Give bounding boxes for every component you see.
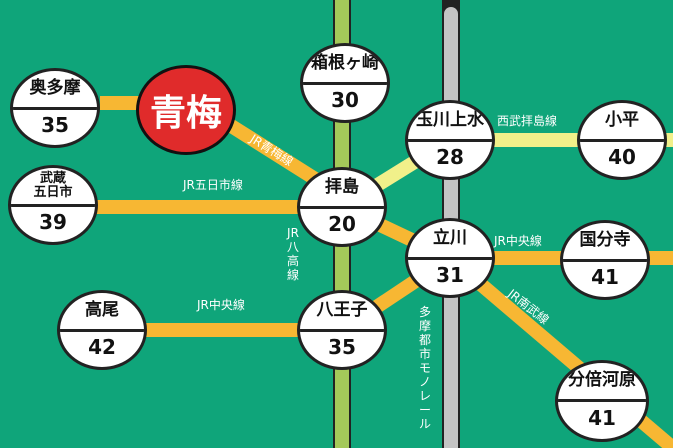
line-ome-haijima bbox=[221, 116, 324, 188]
station-name: 箱根ヶ崎 bbox=[303, 46, 387, 85]
travel-time: 39 bbox=[39, 209, 67, 234]
station-okutama[interactable]: 奥多摩 35 bbox=[10, 68, 100, 148]
station-haijima[interactable]: 拝島 20 bbox=[297, 167, 387, 247]
travel-time: 41 bbox=[588, 406, 616, 430]
station-takao[interactable]: 高尾 42 bbox=[57, 290, 147, 370]
monorail-line-label: 多摩都市モノレール bbox=[418, 305, 431, 431]
travel-time: 40 bbox=[608, 144, 636, 169]
station-tamagawa[interactable]: 玉川上水 28 bbox=[405, 100, 495, 180]
chuo-west-line-label: JR中央線 bbox=[197, 298, 245, 312]
station-hachioji[interactable]: 八王子 35 bbox=[297, 290, 387, 370]
station-kodaira[interactable]: 小平 40 bbox=[577, 100, 667, 180]
hachiko-line-label: JR八高線 bbox=[286, 226, 299, 282]
station-name: 八王子 bbox=[300, 293, 384, 332]
seibu-line-label: 西武拝島線 bbox=[497, 114, 558, 128]
chuo-east-line-label: JR中央線 bbox=[494, 234, 542, 248]
station-name: 立川 bbox=[408, 221, 492, 260]
station-name: 分倍河原 bbox=[558, 363, 646, 403]
station-name: 奥多摩 bbox=[13, 71, 97, 110]
travel-time: 31 bbox=[436, 262, 464, 287]
itsukaichi-line-label: JR五日市線 bbox=[183, 178, 243, 192]
main-station-ome[interactable]: 青梅 bbox=[136, 65, 236, 155]
travel-time: 41 bbox=[591, 264, 619, 289]
station-name: 玉川上水 bbox=[408, 103, 492, 142]
station-tachikawa[interactable]: 立川 31 bbox=[405, 218, 495, 298]
station-bubaigawara[interactable]: 分倍河原 41 bbox=[555, 360, 649, 442]
travel-time: 30 bbox=[331, 87, 359, 112]
station-name: 高尾 bbox=[60, 293, 144, 332]
travel-time: 35 bbox=[328, 334, 356, 359]
travel-time: 35 bbox=[41, 112, 69, 137]
station-name: 拝島 bbox=[300, 170, 384, 209]
travel-time: 42 bbox=[88, 334, 116, 359]
travel-time: 20 bbox=[328, 211, 356, 236]
station-name: 小平 bbox=[580, 103, 664, 142]
station-name: 武蔵 五日市 bbox=[11, 168, 95, 207]
station-hakone[interactable]: 箱根ヶ崎 30 bbox=[300, 43, 390, 123]
station-itsukaichi[interactable]: 武蔵 五日市 39 bbox=[8, 165, 98, 245]
travel-time: 28 bbox=[436, 144, 464, 169]
station-name: 国分寺 bbox=[563, 223, 647, 262]
station-kokubunji[interactable]: 国分寺 41 bbox=[560, 220, 650, 300]
